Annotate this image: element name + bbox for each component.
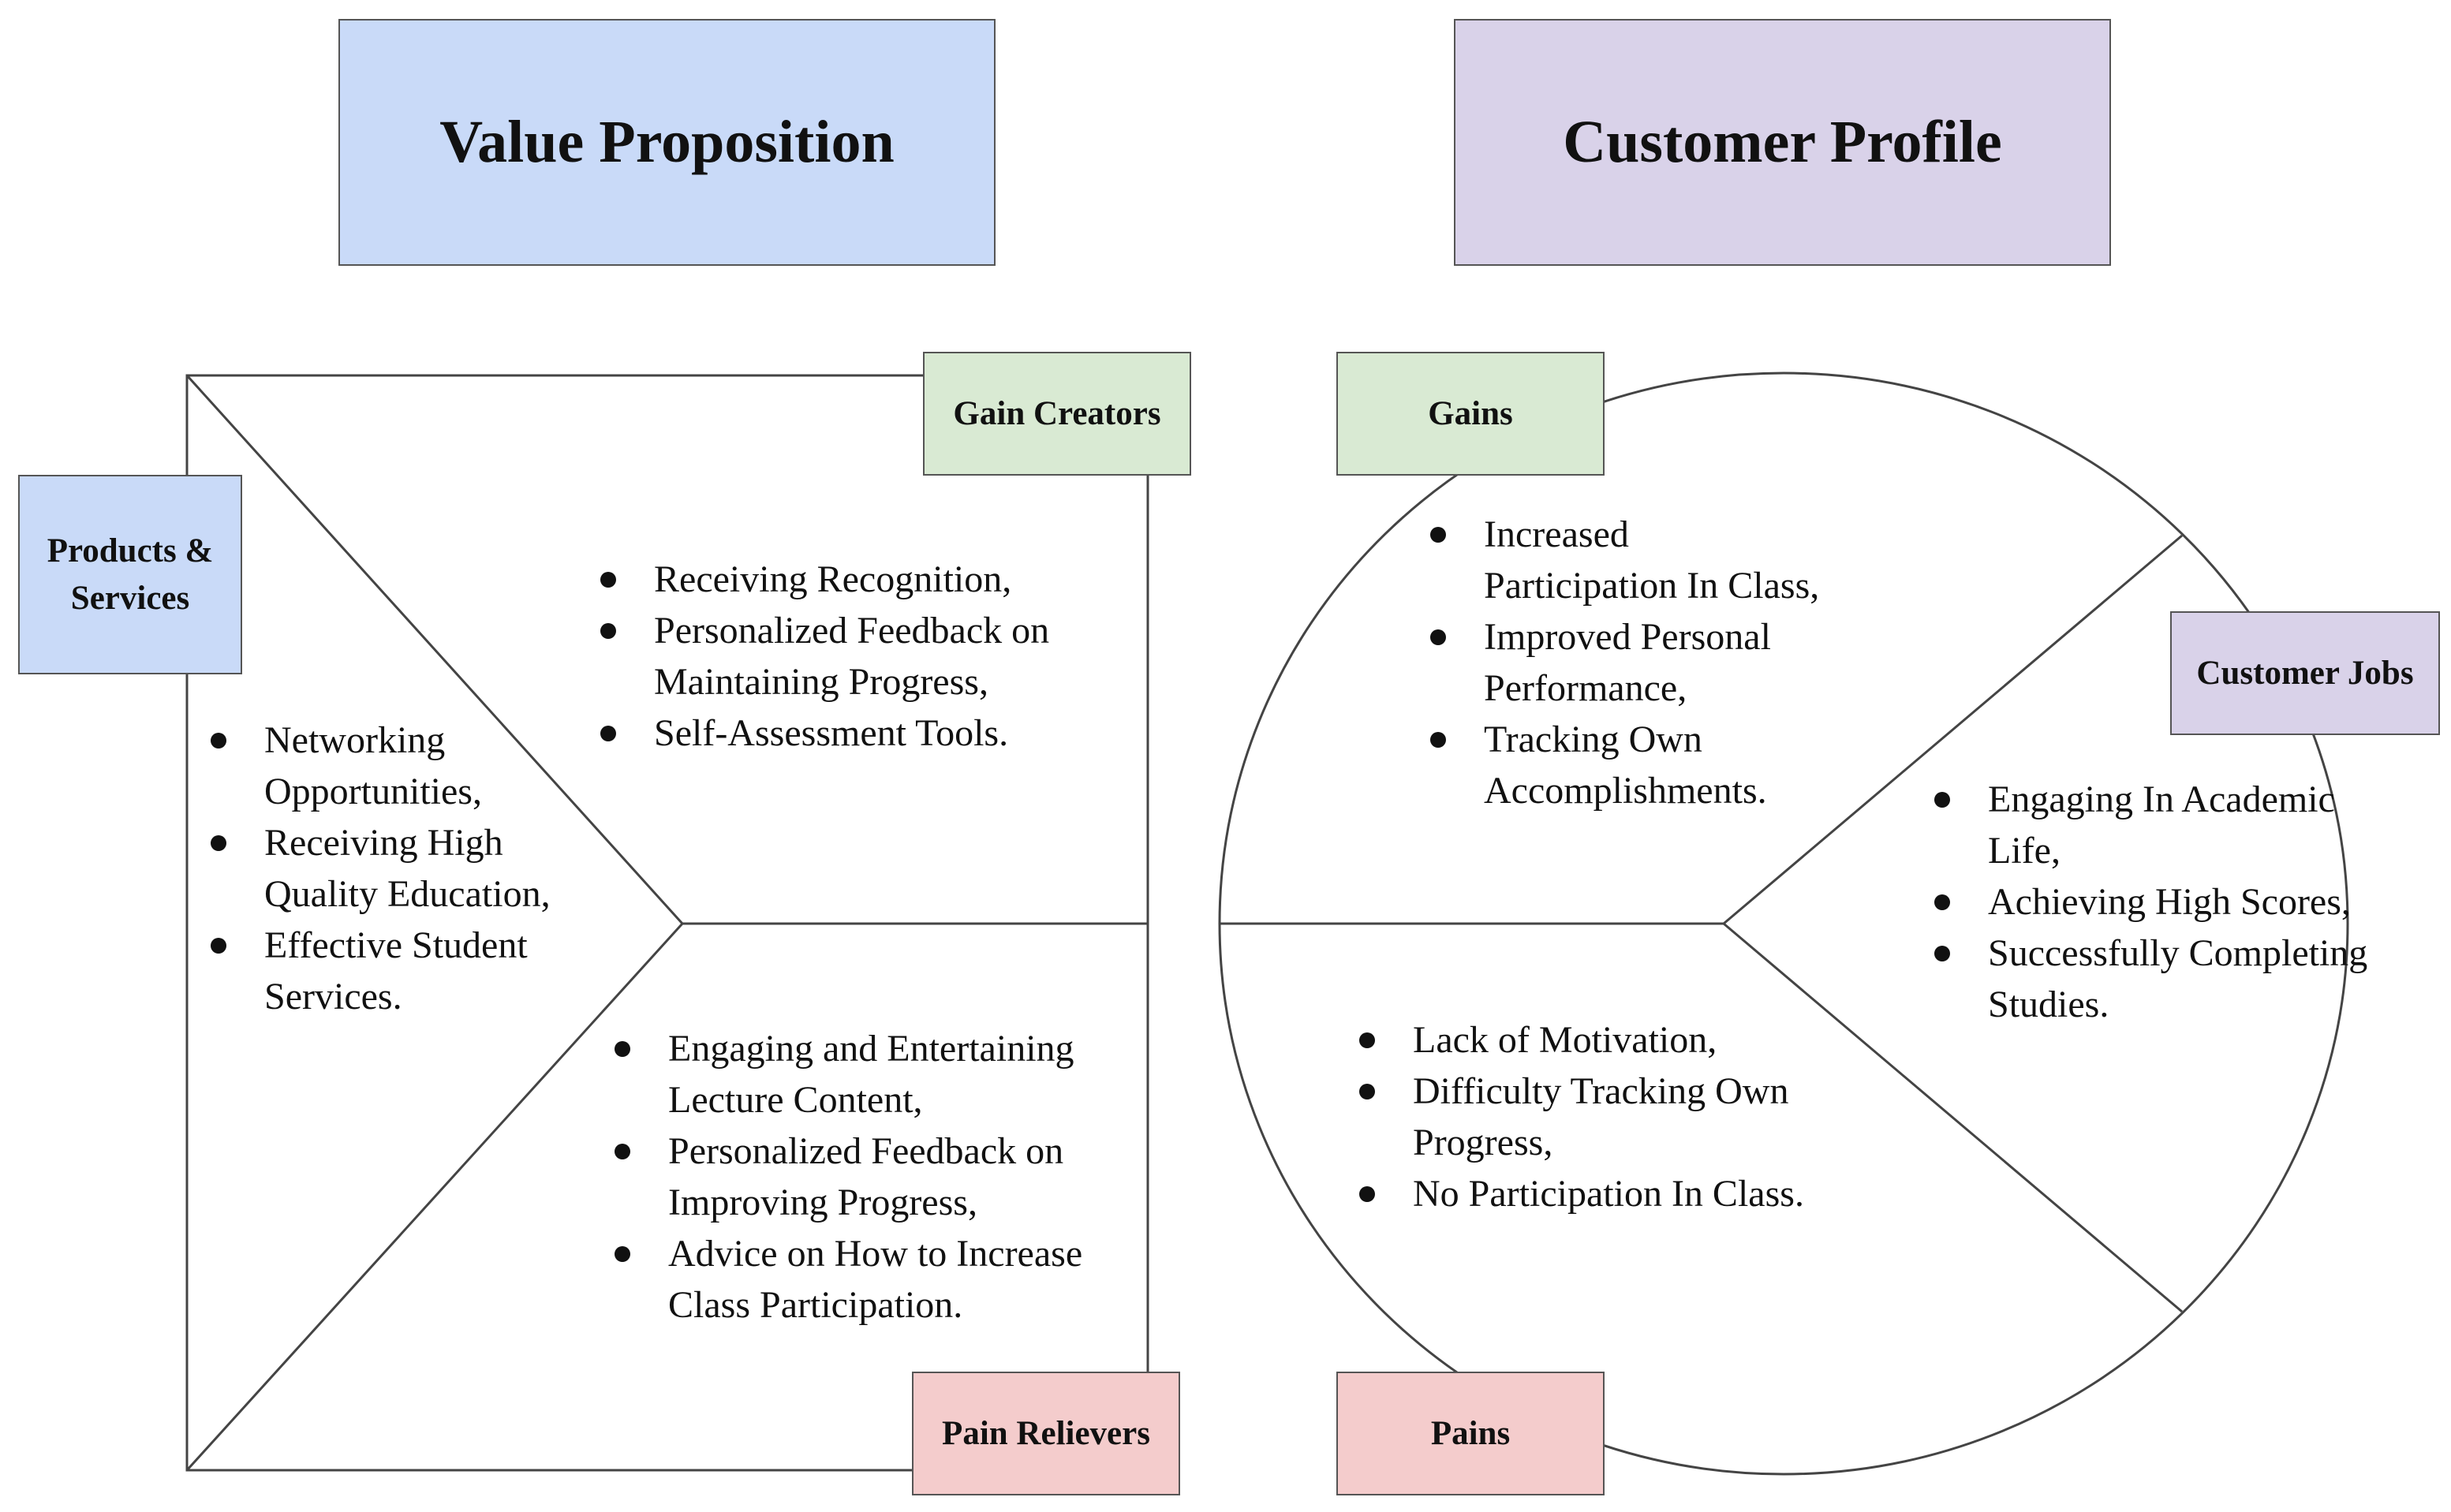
list-item: Successfully Completing Studies. [1934,928,2382,1030]
list-item: Personalized Feedback on Improving Progr… [615,1126,1173,1228]
list-item: Lack of Motivation, [1359,1014,1878,1066]
products-services-label-line1: Products & [47,532,214,570]
gains-label: Gains [1336,352,1605,476]
gains-list: Increased Participation In Class, Improv… [1419,509,1831,816]
products-services-list: Networking Opportunities, Receiving High… [200,715,596,1022]
list-item: Achieving High Scores, [1934,876,2382,928]
gain-creators-label: Gain Creators [923,352,1191,476]
list-item: Networking Opportunities, [211,715,596,817]
list-item: Improved Personal Performance, [1430,611,1831,714]
list-item: Receiving High Quality Education, [211,817,596,920]
customer-profile-divider-bottom [1723,922,2183,1313]
list-item: Advice on How to Increase Class Particip… [615,1228,1173,1331]
list-item: Personalized Feedback on Maintaining Pro… [600,605,1159,707]
customer-jobs-label: Customer Jobs [2170,611,2440,735]
list-item: Effective Student Services. [211,920,596,1022]
value-proposition-title-box: Value Proposition [338,19,996,266]
pain-relievers-label: Pain Relievers [912,1372,1180,1495]
products-services-label: Products & Services [18,475,242,674]
pains-list: Lack of Motivation, Difficulty Tracking … [1348,1014,1878,1219]
list-item: Increased Participation In Class, [1430,509,1831,611]
list-item: Tracking Own Accomplishments. [1430,714,1831,816]
pain-relievers-list: Engaging and Entertaining Lecture Conten… [603,1023,1173,1331]
list-item: Engaging In Academic Life, [1934,774,2382,876]
customer-profile-title-box: Customer Profile [1454,19,2111,266]
pains-label: Pains [1336,1372,1605,1495]
list-item: Engaging and Entertaining Lecture Conten… [615,1023,1173,1126]
list-item: Receiving Recognition, [600,554,1159,605]
list-item: No Participation In Class. [1359,1168,1878,1219]
list-item: Difficulty Tracking Own Progress, [1359,1066,1878,1168]
value-map-divider-top [185,374,684,925]
customer-jobs-list: Engaging In Academic Life, Achieving Hig… [1923,774,2382,1030]
value-map-divider-bottom [185,922,684,1472]
gain-creators-list: Receiving Recognition, Personalized Feed… [589,554,1159,759]
products-services-label-line2: Services [70,579,190,617]
list-item: Self-Assessment Tools. [600,707,1159,759]
customer-profile-divider-top [1723,534,2183,925]
